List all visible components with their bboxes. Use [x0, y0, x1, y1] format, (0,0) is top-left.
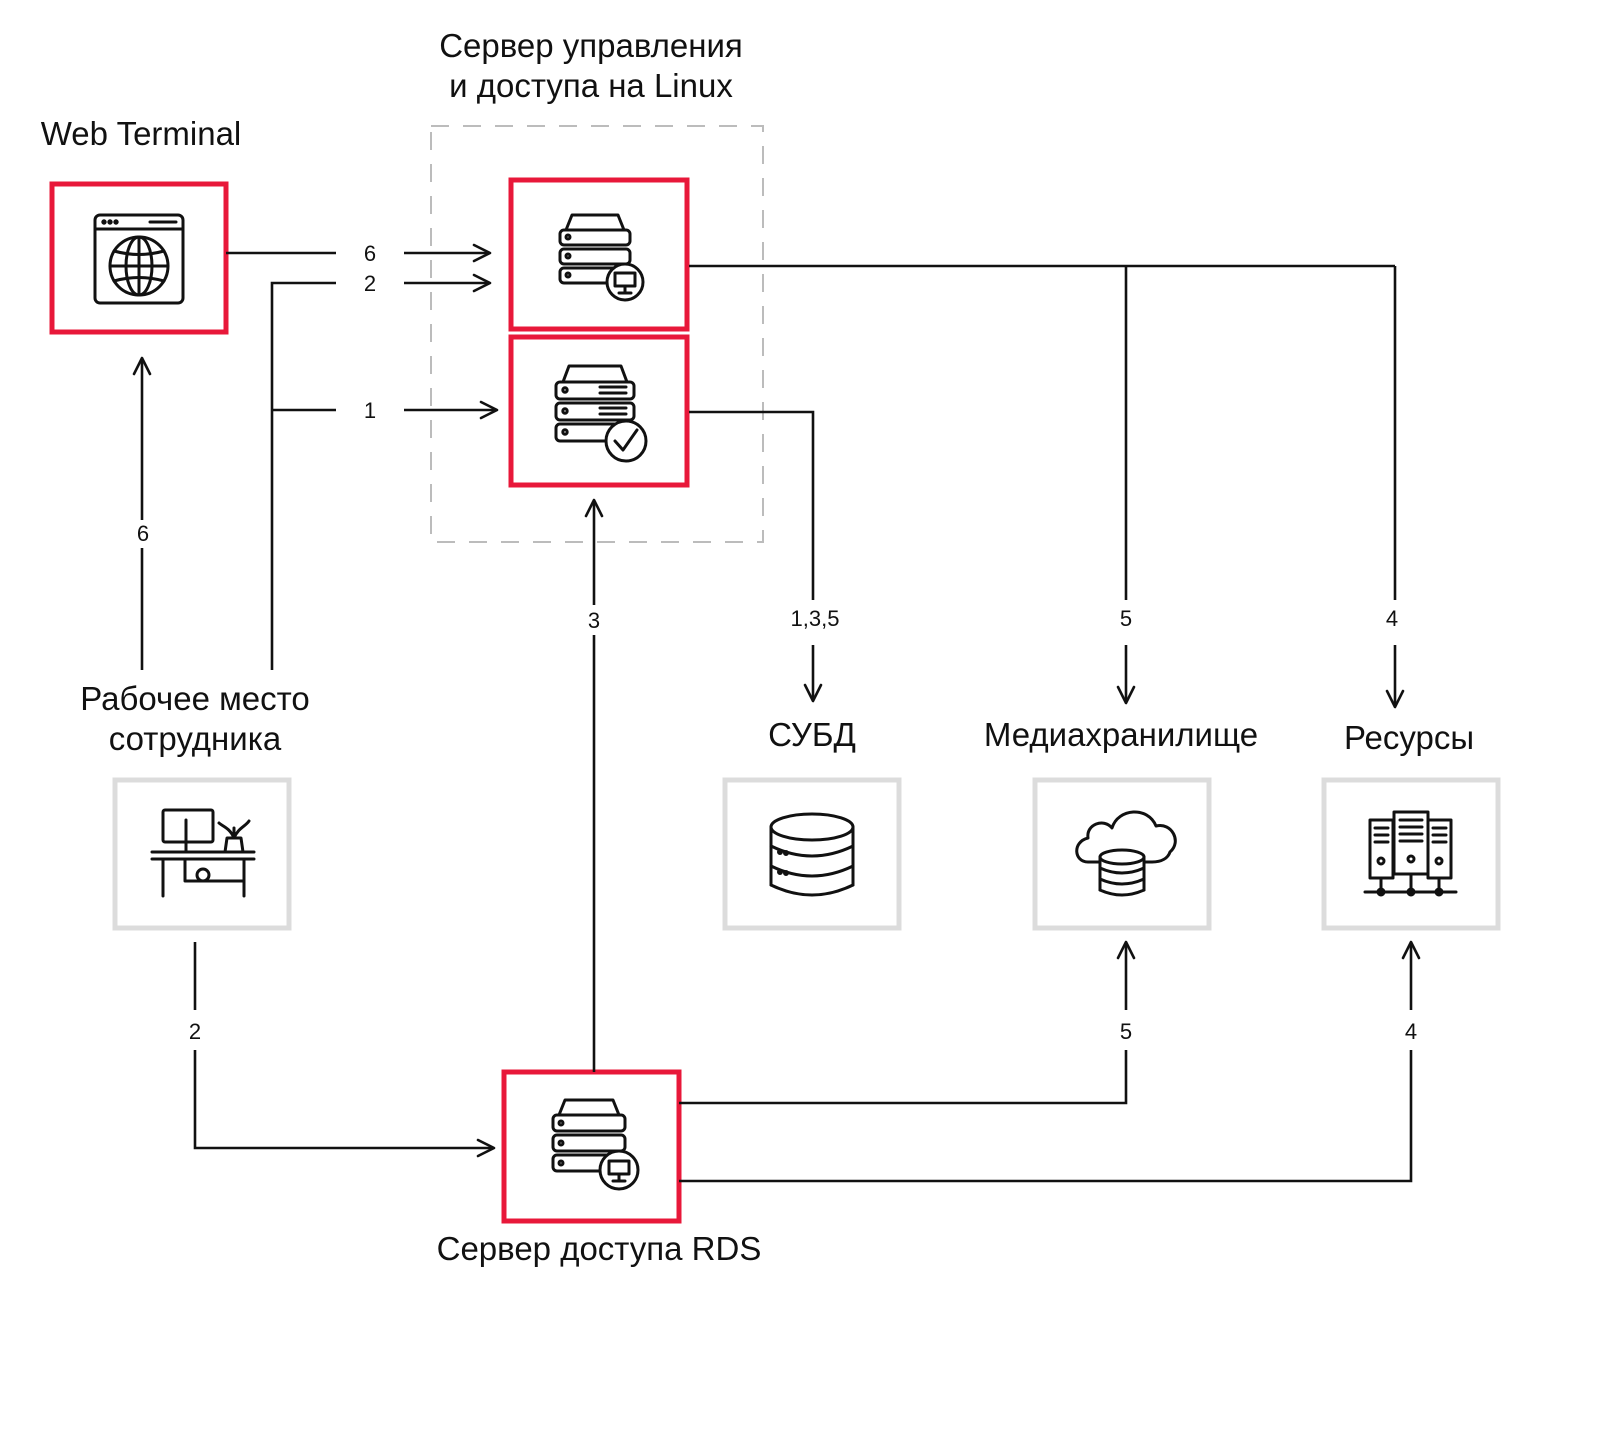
workstation-title-line2: сотрудника: [109, 720, 282, 757]
edge-ws-to-rds-label: 2: [189, 1019, 201, 1044]
edge-ws-to-mgmt: [270, 281, 336, 670]
server-monitor-icon: [558, 213, 645, 302]
database-icon: [769, 812, 855, 897]
desk-computer-icon: [150, 808, 256, 898]
edge-ws-to-wt-label: 6: [137, 521, 149, 546]
cloud-database-icon: [1075, 810, 1177, 897]
server-check-icon: [554, 364, 648, 463]
rds-server-box[interactable]: [501, 1069, 682, 1224]
edge-rds-to-resources: [679, 1050, 1413, 1183]
edge-access-to-dbms: [689, 410, 815, 600]
linux-server-title-line2: и доступа на Linux: [449, 67, 733, 104]
access-server-box[interactable]: [508, 334, 690, 488]
workstation-title-line1: Рабочее место: [80, 680, 310, 717]
linux-server-title-line1: Сервер управления: [439, 27, 743, 64]
edge-rds-to-access-label-bg: [580, 605, 608, 635]
browser-globe-icon: [93, 213, 185, 305]
workstation-box[interactable]: [112, 777, 292, 931]
rds-server-title: Сервер доступа RDS: [437, 1230, 762, 1267]
dbms-box[interactable]: [722, 777, 902, 931]
edge-rds-to-resources-label: 4: [1405, 1019, 1417, 1044]
edge-rds-to-media: [679, 1050, 1128, 1105]
dbms-title: СУБД: [768, 716, 856, 753]
web-terminal-title: Web Terminal: [41, 115, 242, 152]
linux-server-container: [430, 125, 764, 543]
media-storage-box[interactable]: [1032, 777, 1212, 931]
edge-mgmt-to-media-label: 5: [1120, 606, 1132, 631]
edge-rds-to-access-label: 3: [588, 608, 600, 633]
media-storage-title: Медиахранилище: [984, 716, 1258, 753]
management-server-box[interactable]: [508, 177, 690, 332]
edge-ws-to-mgmt-label: 2: [364, 271, 376, 296]
resources-title: Ресурсы: [1344, 719, 1474, 756]
edge-access-to-dbms-label: 1,3,5: [791, 606, 840, 631]
edge-rds-to-media-label: 5: [1120, 1019, 1132, 1044]
edge-mgmt-to-resources-label: 4: [1386, 606, 1398, 631]
server-rack-icon: [1363, 810, 1458, 897]
edge-wt-to-mgmt-label: 6: [364, 241, 376, 266]
server-monitor-icon: [551, 1098, 640, 1191]
edge-ws-to-access-label: 1: [364, 398, 376, 423]
edge-ws-to-wt-label-bg: [130, 520, 154, 548]
edge-ws-to-rds-arrow: [193, 1050, 496, 1158]
